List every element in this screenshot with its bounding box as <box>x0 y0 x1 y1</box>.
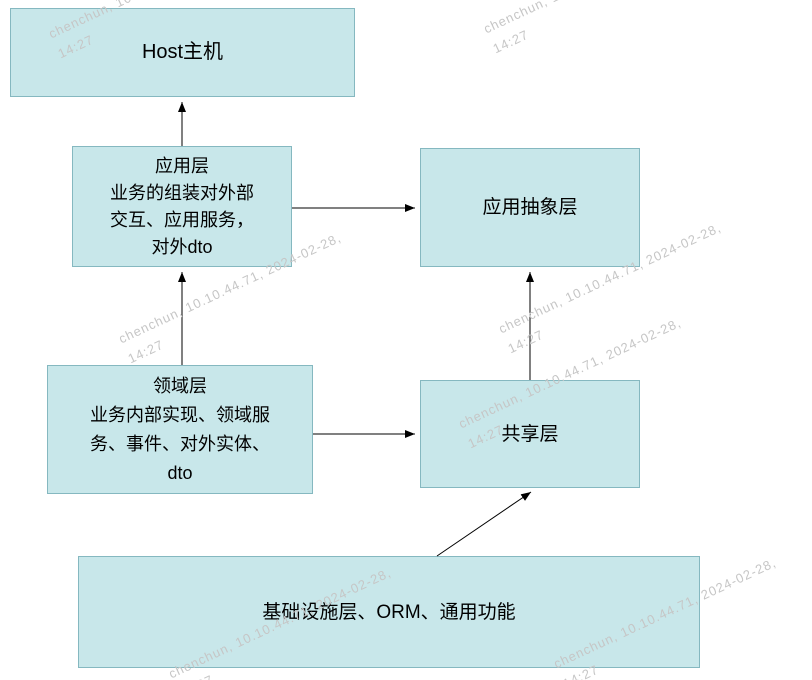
node-application-layer: 应用层 业务的组装对外部 交互、应用服务， 对外dto <box>72 146 292 267</box>
edge-infrastructure-to-shared-arrow <box>436 491 532 557</box>
node-application-layer-label: 应用层 业务的组装对外部 交互、应用服务， 对外dto <box>110 155 254 257</box>
node-domain-layer-label: 领域层 业务内部实现、领域服 务、事件、对外实体、 dto <box>90 375 270 483</box>
node-host: Host主机 <box>10 8 355 97</box>
node-host-label: Host主机 <box>141 41 224 63</box>
node-application-abstraction-layer-label: 应用抽象层 <box>482 197 578 218</box>
watermark-tile: chenchun, 10.10.44.71, 2024-02-28, 14:27 <box>481 0 630 57</box>
node-infrastructure-layer: 基础设施层、ORM、通用功能 <box>78 556 700 668</box>
node-domain-layer: 领域层 业务内部实现、领域服 务、事件、对外实体、 dto <box>47 365 313 494</box>
node-shared-layer: 共享层 <box>420 380 640 488</box>
node-shared-layer-label: 共享层 <box>501 423 559 445</box>
node-infrastructure-layer-label: 基础设施层、ORM、通用功能 <box>262 601 516 623</box>
node-application-abstraction-layer: 应用抽象层 <box>420 148 640 267</box>
